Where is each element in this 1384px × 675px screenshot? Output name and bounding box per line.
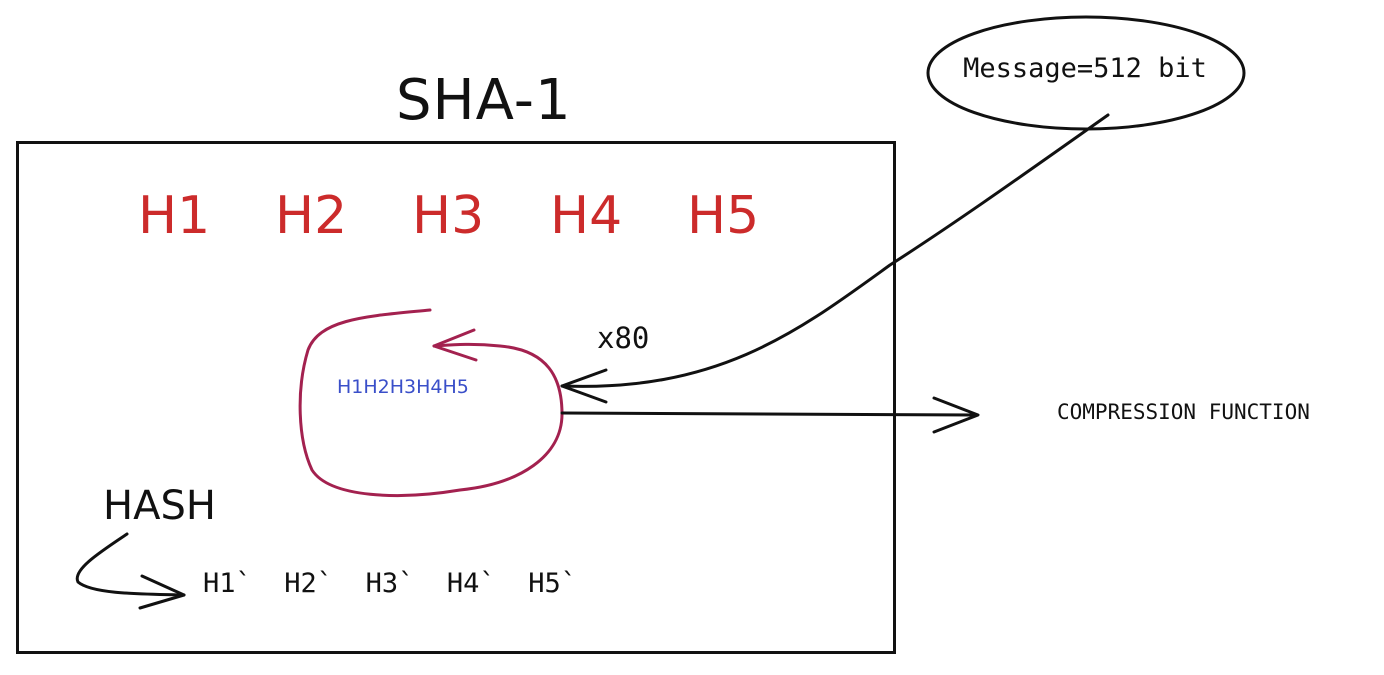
register-h5: H5 — [687, 186, 760, 246]
output-h2: H2` — [284, 568, 334, 599]
diagram-title: SHA-1 — [396, 68, 572, 133]
hash-label: HASH — [103, 483, 216, 529]
loop-state-label: H1H2H3H4H5 — [337, 376, 469, 398]
round-loop — [298, 308, 564, 497]
round-loop-arrowhead — [432, 328, 478, 362]
output-h5: H5` — [528, 568, 577, 599]
compression-arrow — [560, 411, 978, 417]
message-label: Message=512 bit — [963, 53, 1207, 84]
sha1-box — [16, 141, 896, 654]
compression-arrowhead — [932, 396, 980, 434]
output-h4: H4` — [446, 568, 496, 599]
hash-arrow — [75, 532, 186, 597]
register-h3: H3 — [412, 186, 485, 246]
message-arrow — [560, 113, 1110, 388]
output-h3: H3` — [365, 568, 415, 599]
register-h2: H2 — [275, 186, 348, 246]
hash-arrowhead — [138, 574, 186, 610]
register-h1: H1 — [138, 186, 211, 246]
output-h1: H1` — [203, 568, 252, 599]
hash-outputs: H1` H2` H3` H4` H5` — [203, 568, 577, 599]
message-arrowhead — [560, 368, 608, 404]
compression-function-label: COMPRESSION FUNCTION — [1057, 400, 1310, 424]
register-h4: H4 — [550, 186, 623, 246]
rounds-label: x80 — [597, 321, 650, 355]
